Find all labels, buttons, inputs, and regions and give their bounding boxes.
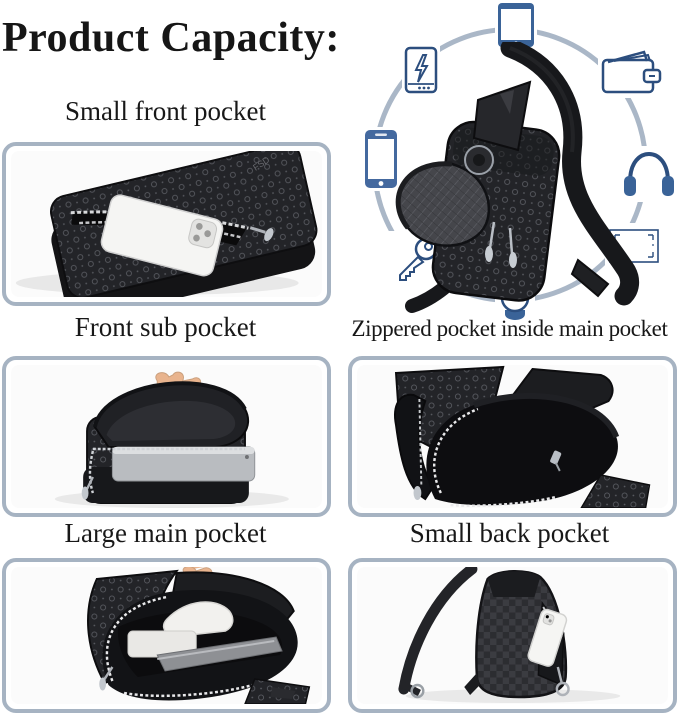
power-bank-icon (402, 44, 440, 96)
accessories-diagram (340, 0, 679, 334)
photo-zippered-pocket (357, 365, 668, 508)
photo-card-small-front-pocket: FSD (2, 142, 331, 306)
smartphone-icon (362, 127, 400, 191)
label-zippered-pocket: Zippered pocket inside main pocket (351, 316, 668, 341)
label-small-back-pocket: Small back pocket (409, 518, 610, 548)
photo-small-front-pocket: FSD (11, 151, 322, 297)
page-title: Product Capacity: (2, 15, 340, 61)
label-small-front-pocket: Small front pocket (65, 96, 266, 126)
photo-front-sub-pocket (11, 365, 322, 508)
label-front-sub-pocket: Front sub pocket (74, 312, 257, 342)
photo-small-back-pocket (357, 567, 668, 704)
photo-large-main-pocket (11, 567, 322, 704)
photo-card-zippered-pocket (348, 356, 677, 517)
sling-bag-photo (382, 38, 640, 319)
label-large-main-pocket: Large main pocket (64, 518, 267, 548)
wallet-icon (598, 44, 664, 98)
photo-card-front-sub-pocket (2, 356, 331, 517)
photo-card-small-back-pocket (348, 558, 677, 713)
headphones-icon (618, 146, 679, 202)
photo-card-large-main-pocket (2, 558, 331, 713)
